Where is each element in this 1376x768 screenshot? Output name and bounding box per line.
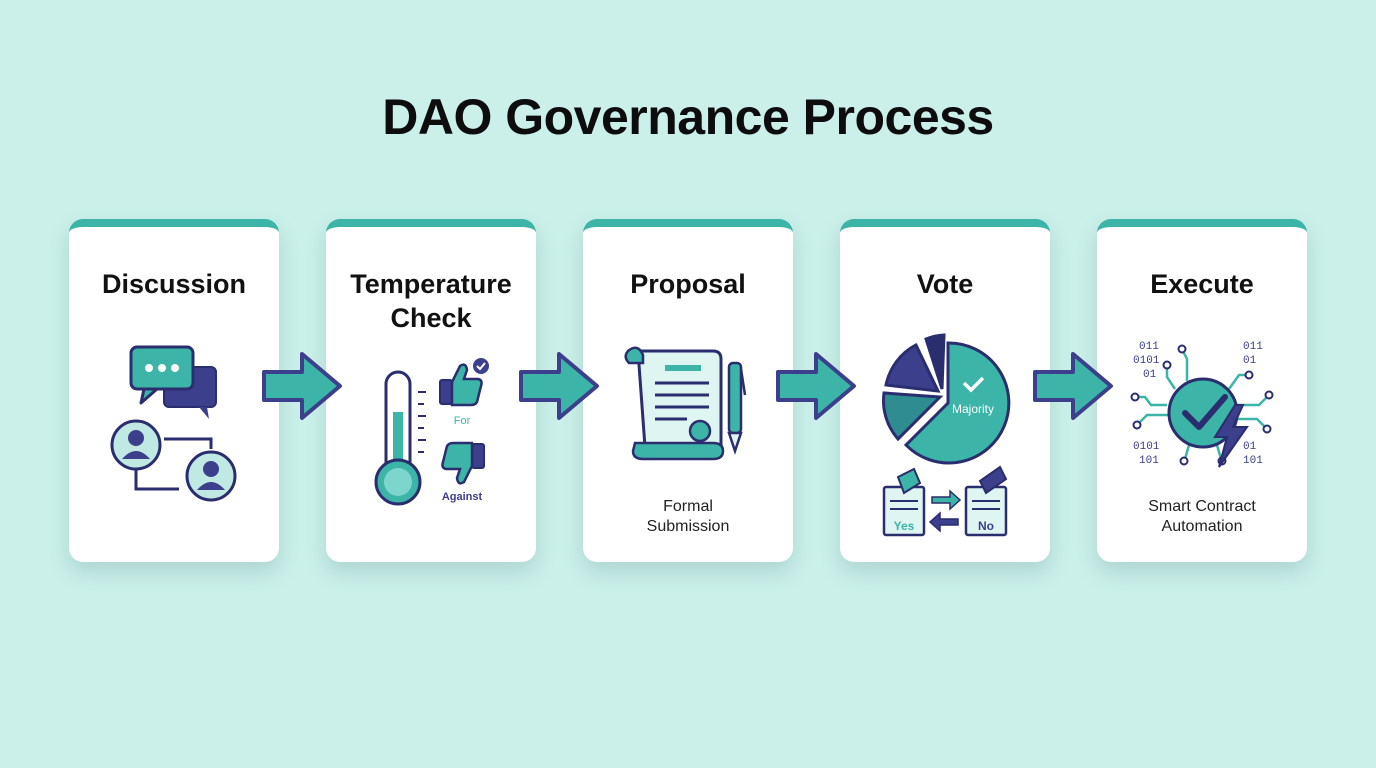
yes-label: Yes <box>894 519 915 533</box>
svg-text:101: 101 <box>1139 455 1159 467</box>
no-label: No <box>978 519 994 533</box>
arrow-right-icon-4 <box>1033 352 1113 420</box>
arrow-right-icon-3 <box>776 352 856 420</box>
lightning-icon <box>1213 404 1249 468</box>
majority-label: Majority <box>952 402 994 416</box>
yes-ballot-icon: Yes <box>882 467 926 537</box>
step-card-execute: Execute 011 0101 01 0101 101 011 01 01 1… <box>1097 219 1307 562</box>
svg-text:0101: 0101 <box>1133 355 1160 367</box>
arrow-right-icon-2 <box>519 352 599 420</box>
step-title-discussion: Discussion <box>101 269 247 299</box>
against-label: Against <box>442 491 483 503</box>
svg-text:101: 101 <box>1243 455 1263 467</box>
svg-text:0101: 0101 <box>1133 441 1160 453</box>
pen-icon <box>727 361 747 455</box>
step-subtitle-proposal: Formal Submission <box>646 498 730 535</box>
step-card-discussion: Discussion <box>69 219 279 562</box>
step-title-execute: Execute <box>1150 269 1254 299</box>
step-subtitle-execute: Smart Contract Automation <box>1148 498 1256 535</box>
thumbs-up-icon <box>439 358 489 407</box>
svg-text:01: 01 <box>1243 355 1257 367</box>
step-title-proposal: Proposal <box>630 269 746 299</box>
step-card-temperature-check: Temperature Check For Against <box>326 219 536 562</box>
smart-contract-icon: 011 0101 01 0101 101 011 01 01 101 <box>1130 341 1274 468</box>
arrow-right-icon-1 <box>262 352 342 420</box>
step-title-temperature-check: Temperature Check <box>350 269 512 333</box>
svg-text:01: 01 <box>1243 441 1257 453</box>
pie-chart-icon: Majority Yes No <box>882 333 1011 537</box>
svg-text:011: 011 <box>1243 341 1263 353</box>
step-card-vote: Vote Majority Yes No <box>840 219 1050 562</box>
step-title-vote: Vote <box>916 269 974 299</box>
diagram-title: DAO Governance Process <box>382 89 994 145</box>
chat-users-icon <box>110 345 237 502</box>
for-label: For <box>454 415 471 427</box>
exchange-arrows-icon <box>928 489 962 533</box>
no-ballot-icon: No <box>964 465 1008 537</box>
svg-text:011: 011 <box>1139 341 1159 353</box>
step-card-proposal: Proposal Formal Submission <box>583 219 793 562</box>
svg-text:01: 01 <box>1143 369 1157 381</box>
thumbs-down-icon <box>441 441 485 485</box>
thermometer-icon: For Against <box>374 358 489 506</box>
document-pen-icon <box>624 346 747 461</box>
